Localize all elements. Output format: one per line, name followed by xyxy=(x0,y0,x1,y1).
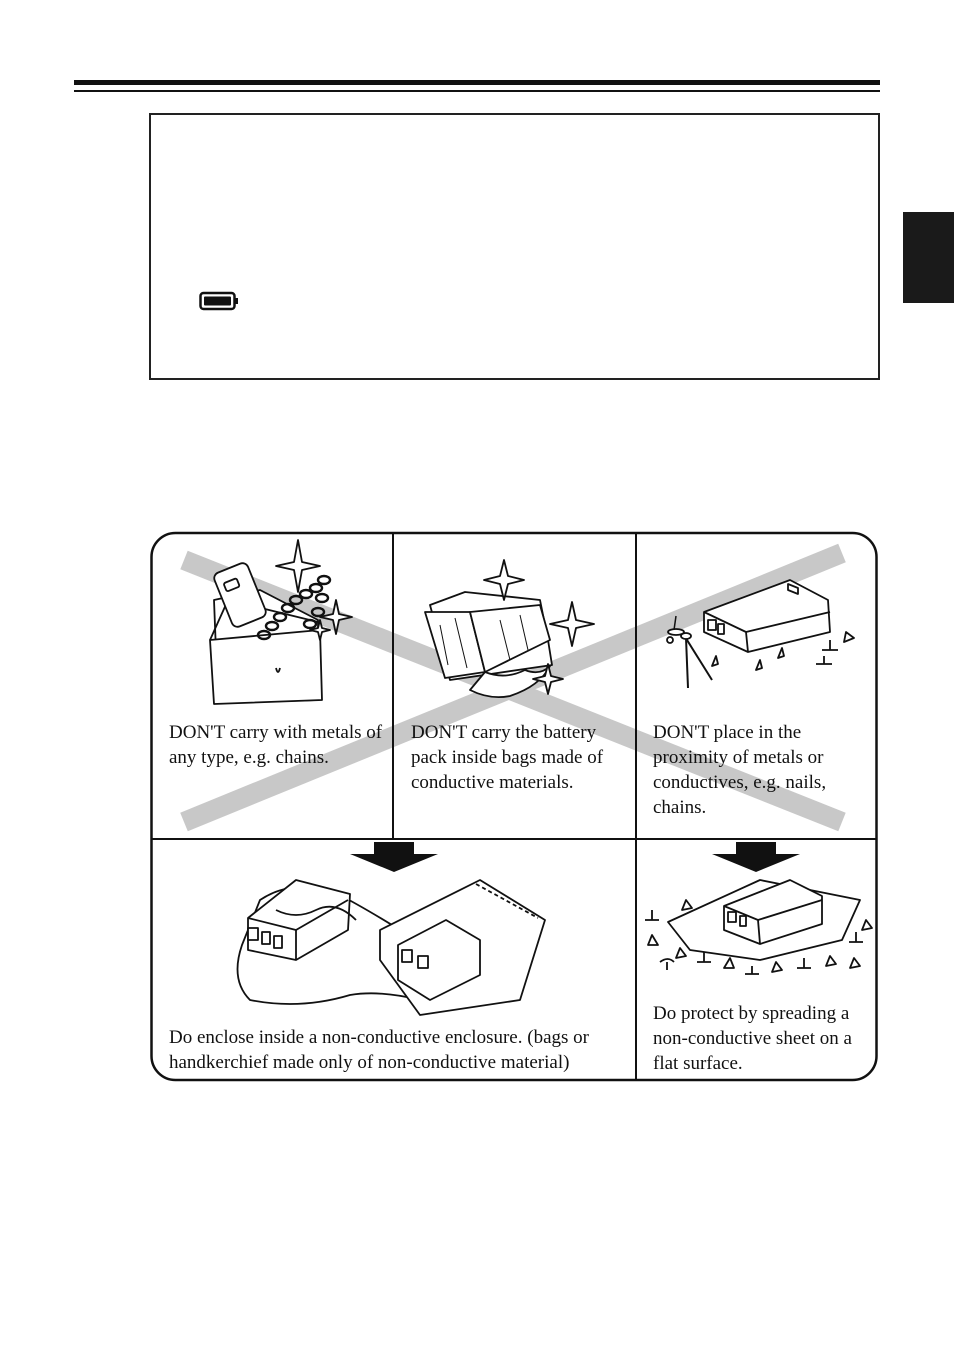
cloth-wrap-icon xyxy=(236,879,546,1016)
notice-box xyxy=(149,113,880,380)
figure-frame xyxy=(150,531,878,1082)
caption-dont-place-near-metals: DON'T place in the proximity of metals o… xyxy=(653,722,827,818)
header-rule-thin xyxy=(74,90,880,92)
sheet-pins-icon xyxy=(645,879,873,975)
down-arrow-icon xyxy=(350,842,438,872)
header-rule-thick xyxy=(74,80,880,85)
handbag-chain-icon xyxy=(209,539,353,705)
caption-do-protect-sheet: Do protect by spreading a non-conductive… xyxy=(653,1003,852,1074)
caption-do-enclose: Do enclose inside a non-conductive enclo… xyxy=(169,1027,589,1073)
battery-icon xyxy=(199,291,238,311)
down-arrow-icon-2 xyxy=(712,842,800,872)
caption-dont-carry-conductive-bag: DON'T carry the battery pack inside bags… xyxy=(411,722,604,793)
metallic-bag-icon xyxy=(424,559,595,699)
chapter-tab xyxy=(903,212,954,303)
caption-dont-carry-metals: DON'T carry with metals of any type, e.g… xyxy=(169,722,383,768)
nails-pins-icon xyxy=(666,579,855,689)
